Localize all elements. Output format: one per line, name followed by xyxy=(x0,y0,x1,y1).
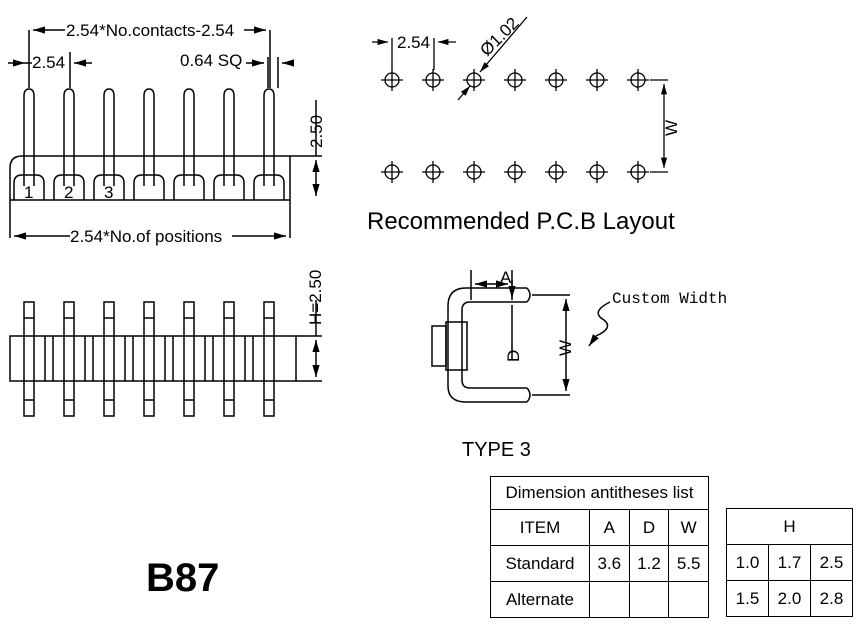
side-pin xyxy=(223,301,235,417)
pin-number: 3 xyxy=(104,183,113,202)
side-pin xyxy=(143,301,155,417)
table-cell: 2.0 xyxy=(768,580,811,617)
pin-socket xyxy=(53,174,85,200)
table-cell: 1.5 xyxy=(726,580,769,617)
type3-w-label: W xyxy=(556,340,575,356)
type-label: TYPE 3 xyxy=(462,439,531,461)
pin-socket xyxy=(173,174,205,200)
side-pin xyxy=(63,301,75,417)
pin-socket xyxy=(13,174,45,200)
hole-diameter-label: Ø1.02 xyxy=(476,14,522,60)
table-cell xyxy=(628,581,670,618)
pitch-top-label: 2.54*No.contacts-2.54 xyxy=(66,21,234,40)
side-pin xyxy=(183,301,195,417)
pin xyxy=(23,88,35,186)
pin xyxy=(103,88,115,186)
type3-detail xyxy=(431,270,611,403)
positions-label: 2.54*No.of positions xyxy=(70,227,222,246)
table-cell: 1.0 xyxy=(726,544,769,581)
table-cell: Alternate xyxy=(490,581,590,618)
table-cell: 3.6 xyxy=(589,545,630,582)
pin xyxy=(143,88,155,186)
side-view xyxy=(9,300,322,417)
pin-number: 2 xyxy=(64,183,73,202)
table-cell: 2.5 xyxy=(810,544,853,581)
table-row: Alternate xyxy=(490,581,709,618)
table-header-cell: W xyxy=(668,509,709,546)
pin-socket xyxy=(253,174,285,200)
pin xyxy=(263,88,275,186)
dimension-table: Dimension antitheses list ITEM A D W Sta… xyxy=(490,476,709,618)
h-table: H 1.0 1.7 2.5 1.5 2.0 2.8 xyxy=(726,508,853,617)
table-cell: 1.2 xyxy=(628,545,670,582)
table-row: 1.5 2.0 2.8 xyxy=(726,580,853,617)
pin-socket xyxy=(213,174,245,200)
front-view xyxy=(8,26,322,240)
h-dimension-label: H=2.50 xyxy=(306,270,325,325)
table-cell xyxy=(589,581,630,618)
table-row: ITEM A D W xyxy=(490,509,709,546)
pin xyxy=(63,88,75,186)
table-cell xyxy=(668,581,709,618)
model-number: B87 xyxy=(146,556,220,600)
d-label: D xyxy=(504,350,523,362)
table-cell: 1.7 xyxy=(768,544,811,581)
dimension-table-title: Dimension antitheses list xyxy=(490,476,709,510)
pcb-layout xyxy=(372,16,668,183)
pin xyxy=(183,88,195,186)
table-cell: Standard xyxy=(490,545,590,582)
pcb-pitch-label: 2.54 xyxy=(397,33,430,52)
pin-square-label: 0.64 SQ xyxy=(180,51,242,70)
side-pin xyxy=(103,301,115,417)
table-header-cell: ITEM xyxy=(490,509,590,546)
table-cell: 5.5 xyxy=(668,545,709,582)
table-row: 1.0 1.7 2.5 xyxy=(726,544,853,581)
pcb-title: Recommended P.C.B Layout xyxy=(367,208,675,235)
pin-socket xyxy=(133,174,165,200)
table-header-cell: D xyxy=(628,509,670,546)
table-header-cell: A xyxy=(589,509,630,546)
pin xyxy=(223,88,235,186)
pitch-single-label: 2.54 xyxy=(32,53,65,72)
side-pin xyxy=(23,301,35,417)
custom-width-label: Custom Width xyxy=(612,290,727,308)
pcb-w-label: W xyxy=(662,120,681,136)
height-label: 2.50 xyxy=(307,115,326,148)
pin-number: 1 xyxy=(24,183,33,202)
pin-socket xyxy=(93,174,125,200)
side-pin xyxy=(263,301,275,417)
table-cell: 2.8 xyxy=(810,580,853,617)
table-row: Standard 3.6 1.2 5.5 xyxy=(490,545,709,582)
a-label: A xyxy=(500,268,512,287)
h-table-title: H xyxy=(726,508,853,545)
